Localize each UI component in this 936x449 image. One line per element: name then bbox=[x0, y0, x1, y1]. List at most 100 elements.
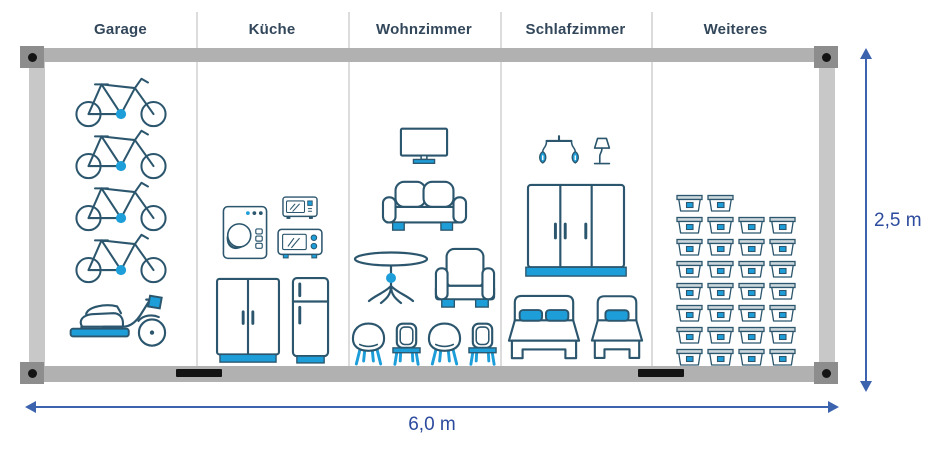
box-icon bbox=[676, 325, 703, 344]
icon-row bbox=[72, 232, 170, 284]
icon-row bbox=[399, 127, 449, 165]
box-icon bbox=[707, 303, 734, 322]
section-divider bbox=[651, 12, 653, 366]
armchair-icon bbox=[434, 247, 496, 309]
bicycle-icon bbox=[72, 128, 170, 180]
icon-stack bbox=[277, 195, 323, 260]
pendant-lamp-icon bbox=[537, 135, 581, 168]
box-icon bbox=[769, 237, 796, 256]
corner-casting-icon bbox=[814, 46, 838, 68]
box-icon bbox=[769, 325, 796, 344]
width-dimension-label: 6,0 m bbox=[408, 414, 456, 435]
chair-icon bbox=[391, 322, 422, 366]
box-icon bbox=[676, 303, 703, 322]
chair-round-icon bbox=[426, 322, 463, 366]
container-bottom-bar bbox=[43, 366, 821, 382]
icon-row bbox=[381, 178, 468, 234]
icon-row bbox=[72, 128, 170, 180]
box-icon bbox=[676, 215, 703, 234]
icon-row bbox=[214, 276, 330, 366]
box-icon bbox=[707, 259, 734, 278]
motorcycle-icon bbox=[66, 288, 176, 350]
wardrobe-icon bbox=[525, 183, 627, 279]
corner-casting-icon bbox=[20, 362, 44, 384]
washing-machine-icon bbox=[222, 205, 268, 260]
section-wohnzimmer bbox=[348, 66, 500, 390]
container-top-bar bbox=[43, 48, 821, 62]
icon-row bbox=[676, 215, 796, 234]
icon-row bbox=[676, 325, 796, 344]
icon-row bbox=[66, 288, 176, 350]
section-divider bbox=[348, 12, 350, 366]
box-icon bbox=[676, 347, 703, 366]
fork-pocket-icon bbox=[176, 369, 222, 377]
box-icon bbox=[738, 303, 765, 322]
box-icon bbox=[707, 281, 734, 300]
box-icon bbox=[769, 303, 796, 322]
box-icon bbox=[738, 281, 765, 300]
bicycle-icon bbox=[72, 76, 170, 128]
box-icon bbox=[738, 347, 765, 366]
chair-round-icon bbox=[350, 322, 387, 366]
sofa-icon bbox=[381, 178, 468, 234]
box-icon bbox=[707, 347, 734, 366]
round-table-icon bbox=[352, 251, 430, 309]
container-left-rail bbox=[29, 56, 45, 372]
corner-casting-icon bbox=[20, 46, 44, 68]
section-garage bbox=[45, 66, 196, 376]
icon-row bbox=[222, 195, 323, 260]
corner-hole-icon bbox=[821, 368, 831, 378]
corner-casting-icon bbox=[814, 362, 838, 384]
icon-row bbox=[676, 237, 796, 256]
section-divider bbox=[500, 12, 502, 366]
section-weiteres bbox=[651, 66, 820, 384]
icon-row bbox=[676, 347, 796, 366]
box-icon bbox=[738, 325, 765, 344]
box-icon bbox=[676, 193, 703, 212]
box-icon bbox=[738, 215, 765, 234]
icon-row bbox=[525, 183, 627, 279]
bicycle-icon bbox=[72, 180, 170, 232]
icon-row bbox=[352, 247, 496, 309]
container-right-rail bbox=[819, 56, 835, 372]
refrigerator-icon bbox=[291, 276, 330, 366]
fork-pocket-icon bbox=[638, 369, 684, 377]
bicycle-icon bbox=[72, 232, 170, 284]
microwave-large-icon bbox=[277, 228, 323, 260]
section-header-wohnzimmer: Wohnzimmer bbox=[376, 21, 472, 38]
height-dimension-label: 2,5 m bbox=[874, 210, 922, 231]
box-icon bbox=[769, 259, 796, 278]
box-icon bbox=[707, 215, 734, 234]
corner-hole-icon bbox=[821, 52, 831, 62]
section-header-weiteres: Weiteres bbox=[703, 21, 768, 38]
section-header-kueche: Küche bbox=[248, 21, 296, 38]
icon-row bbox=[676, 193, 796, 212]
icon-row bbox=[72, 76, 170, 128]
icon-row bbox=[676, 303, 796, 322]
section-schlafzimmer bbox=[500, 66, 651, 388]
microwave-small-icon bbox=[282, 195, 318, 221]
section-header-garage: Garage bbox=[94, 21, 147, 38]
width-dimension-arrow bbox=[25, 401, 839, 413]
box-icon bbox=[707, 193, 734, 212]
box-icon bbox=[769, 347, 796, 366]
box-icon bbox=[769, 281, 796, 300]
single-bed-icon bbox=[590, 294, 644, 366]
icon-row bbox=[676, 259, 796, 278]
icon-row bbox=[72, 180, 170, 232]
box-icon bbox=[707, 325, 734, 344]
box-icon bbox=[676, 281, 703, 300]
box-icon bbox=[676, 259, 703, 278]
height-dimension-arrow bbox=[860, 48, 872, 392]
section-header-schlafzimmer: Schlafzimmer bbox=[525, 21, 626, 38]
corner-hole-icon bbox=[27, 368, 37, 378]
double-bed-icon bbox=[507, 294, 581, 366]
icon-row bbox=[676, 281, 796, 300]
icon-row bbox=[537, 135, 614, 168]
box-icon bbox=[676, 237, 703, 256]
icon-row bbox=[350, 322, 498, 366]
section-kueche bbox=[196, 66, 348, 392]
section-divider bbox=[196, 12, 198, 366]
kitchen-cabinet-icon bbox=[214, 277, 282, 366]
